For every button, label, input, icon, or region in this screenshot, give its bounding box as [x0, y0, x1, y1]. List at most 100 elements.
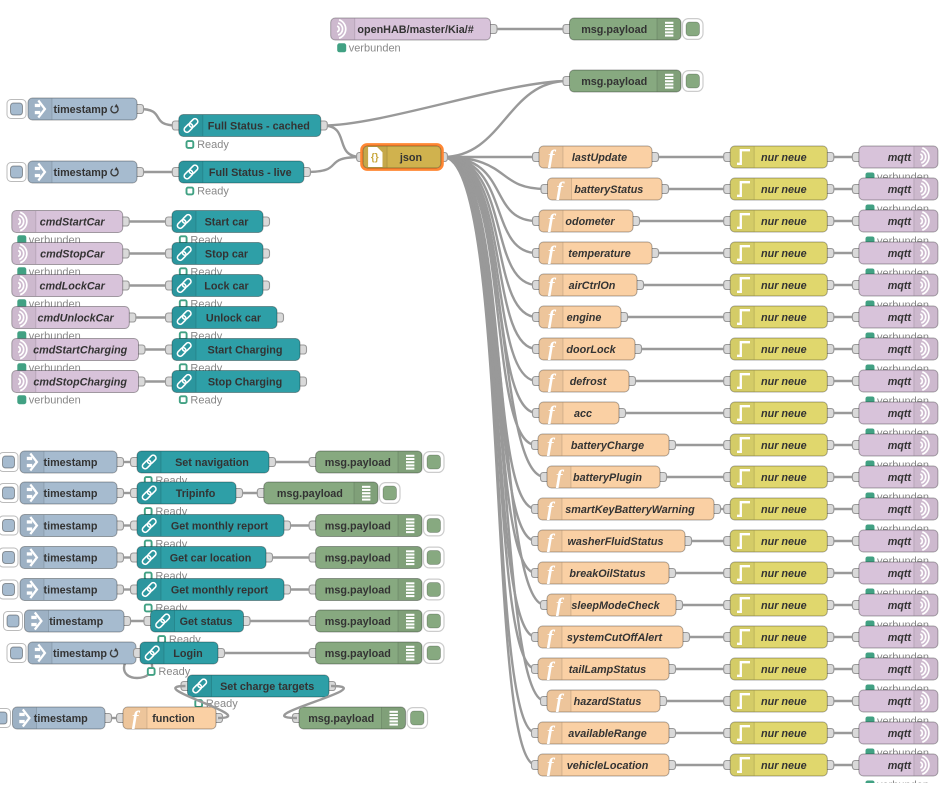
svg-text:f: f	[548, 339, 557, 361]
svg-text:f: f	[548, 147, 557, 169]
svg-text:f: f	[548, 275, 557, 297]
svg-text:f: f	[548, 371, 557, 393]
svg-text:f: f	[547, 627, 556, 649]
svg-text:nur neue: nur neue	[761, 504, 807, 516]
svg-text:mqtt: mqtt	[888, 344, 912, 356]
svg-text:timestamp: timestamp	[53, 104, 107, 116]
svg-text:mqtt: mqtt	[888, 504, 912, 516]
svg-text:mqtt: mqtt	[888, 696, 912, 708]
svg-text:odometer: odometer	[565, 216, 615, 228]
svg-text:nur neue: nur neue	[761, 760, 807, 772]
svg-text:mqtt: mqtt	[888, 184, 912, 196]
svg-text:Lock car: Lock car	[204, 280, 249, 292]
svg-text:engine: engine	[567, 312, 602, 324]
svg-text:verbunden: verbunden	[877, 780, 929, 783]
svg-text:f: f	[556, 691, 565, 713]
svg-text:Tripinfo: Tripinfo	[176, 488, 216, 500]
svg-text:batteryCharge: batteryCharge	[571, 440, 644, 452]
svg-text:f: f	[547, 563, 556, 585]
svg-text:f: f	[548, 403, 557, 425]
svg-text:mqtt: mqtt	[888, 216, 912, 228]
svg-text:nur neue: nur neue	[761, 280, 807, 292]
svg-text:nur neue: nur neue	[761, 728, 807, 740]
svg-text:nur neue: nur neue	[761, 536, 807, 548]
svg-text:mqtt: mqtt	[888, 312, 912, 324]
svg-text:Get car location: Get car location	[170, 552, 252, 564]
svg-text:f: f	[547, 659, 556, 681]
svg-text:nur neue: nur neue	[761, 664, 807, 676]
svg-text:f: f	[548, 307, 557, 329]
svg-text:msg.payload: msg.payload	[325, 457, 391, 469]
svg-text:f: f	[556, 179, 565, 201]
svg-text:batteryStatus: batteryStatus	[574, 184, 643, 196]
svg-text:doorLock: doorLock	[566, 344, 616, 356]
svg-text:lastUpdate: lastUpdate	[572, 152, 627, 164]
svg-text:mqtt: mqtt	[888, 664, 912, 676]
svg-text:nur neue: nur neue	[761, 344, 807, 356]
svg-text:vehicleLocation: vehicleLocation	[567, 760, 649, 772]
svg-text:msg.payload: msg.payload	[277, 488, 343, 500]
svg-text:smartKeyBatteryWarning: smartKeyBatteryWarning	[565, 504, 695, 516]
svg-text:f: f	[548, 211, 557, 233]
svg-text:cmdStartCar: cmdStartCar	[40, 216, 106, 228]
svg-text:f: f	[547, 499, 556, 521]
svg-text:f: f	[547, 531, 556, 553]
svg-text:timestamp: timestamp	[43, 520, 97, 532]
svg-text:nur neue: nur neue	[761, 216, 807, 228]
svg-text:msg.payload: msg.payload	[581, 76, 647, 88]
svg-text:airCtrlOn: airCtrlOn	[569, 280, 616, 292]
svg-text:timestamp: timestamp	[53, 648, 107, 660]
svg-text:mqtt: mqtt	[888, 248, 912, 260]
svg-text:msg.payload: msg.payload	[325, 584, 391, 596]
svg-text:msg.payload: msg.payload	[308, 713, 374, 725]
svg-text:mqtt: mqtt	[888, 632, 912, 644]
svg-text:msg.payload: msg.payload	[581, 24, 647, 36]
svg-text:acc: acc	[574, 408, 592, 420]
svg-text:msg.payload: msg.payload	[325, 616, 391, 628]
svg-text:systemCutOffAlert: systemCutOffAlert	[567, 632, 663, 644]
svg-text:nur neue: nur neue	[761, 632, 807, 644]
svg-text:Full Status - cached: Full Status - cached	[208, 120, 310, 132]
svg-text:Get monthly report: Get monthly report	[171, 584, 269, 596]
svg-text:msg.payload: msg.payload	[325, 520, 391, 532]
svg-text:Stop Charging: Stop Charging	[208, 376, 282, 388]
svg-text:verbunden: verbunden	[29, 394, 81, 406]
svg-text:mqtt: mqtt	[888, 760, 912, 772]
svg-text:tailLampStatus: tailLampStatus	[569, 664, 646, 676]
svg-text:f: f	[547, 723, 556, 745]
svg-text:mqtt: mqtt	[888, 376, 912, 388]
svg-text:cmdStartCharging: cmdStartCharging	[33, 344, 128, 356]
svg-text:function: function	[152, 713, 195, 725]
svg-text:msg.payload: msg.payload	[325, 648, 391, 660]
svg-text:Stop car: Stop car	[205, 248, 249, 260]
svg-text:timestamp: timestamp	[49, 616, 103, 628]
svg-text:mqtt: mqtt	[888, 280, 912, 292]
svg-text:nur neue: nur neue	[761, 408, 807, 420]
svg-text:nur neue: nur neue	[761, 696, 807, 708]
svg-text:washerFluidStatus: washerFluidStatus	[568, 536, 664, 548]
svg-text:nur neue: nur neue	[761, 600, 807, 612]
svg-text:f: f	[547, 435, 556, 457]
svg-text:defrost: defrost	[570, 376, 607, 388]
svg-text:Full Status - live: Full Status - live	[209, 167, 292, 179]
svg-text:Set navigation: Set navigation	[175, 457, 249, 469]
svg-text:Set charge targets: Set charge targets	[220, 681, 314, 693]
svg-text:timestamp: timestamp	[34, 713, 88, 725]
svg-text:mqtt: mqtt	[888, 472, 912, 484]
svg-text:timestamp: timestamp	[43, 584, 97, 596]
svg-text:temperature: temperature	[568, 248, 630, 260]
svg-text:Start Charging: Start Charging	[208, 344, 283, 356]
svg-text:mqtt: mqtt	[888, 152, 912, 164]
svg-text:Get status: Get status	[180, 616, 233, 628]
svg-text:timestamp: timestamp	[53, 167, 107, 179]
svg-text:Start car: Start car	[205, 216, 250, 228]
svg-text:batteryPlugin: batteryPlugin	[573, 472, 642, 484]
svg-text:json: json	[399, 152, 422, 164]
svg-text:timestamp: timestamp	[43, 552, 97, 564]
svg-text:{}: {}	[371, 152, 379, 163]
svg-text:timestamp: timestamp	[43, 457, 97, 469]
svg-text:nur neue: nur neue	[761, 568, 807, 580]
svg-text:Ready: Ready	[158, 666, 190, 678]
svg-text:Login: Login	[173, 648, 202, 660]
svg-text:msg.payload: msg.payload	[325, 552, 391, 564]
